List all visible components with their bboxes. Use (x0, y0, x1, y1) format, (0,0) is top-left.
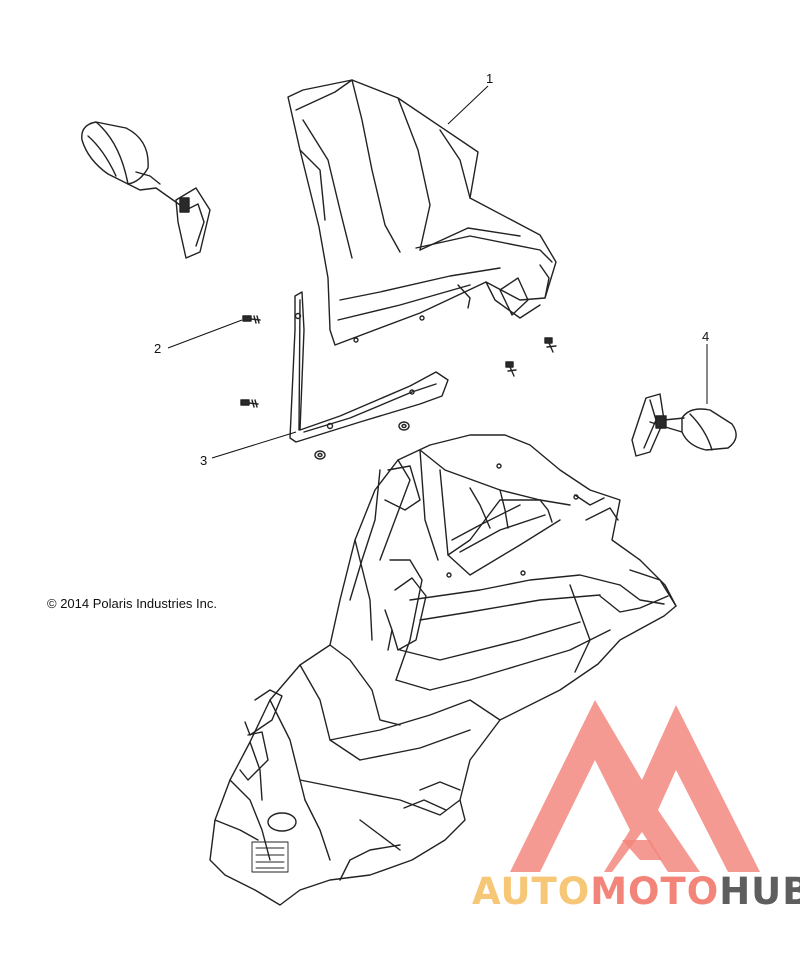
screw-mid-right (505, 361, 517, 377)
bracket-part (289, 291, 449, 443)
leader-2 (167, 319, 243, 349)
nut-right (398, 421, 410, 431)
callout-2: 2 (154, 341, 161, 356)
callout-3: 3 (200, 453, 207, 468)
screw-lower (240, 399, 259, 408)
copyright-notice: © 2014 Polaris Industries Inc. (47, 596, 217, 611)
callout-4: 4 (702, 329, 709, 344)
leader-lines (167, 85, 708, 459)
leader-3 (211, 431, 297, 459)
nut-left (314, 450, 326, 460)
watermark-text: AUTOMOTOHUB (472, 870, 800, 913)
windshield-part (287, 79, 557, 346)
hood-part (209, 434, 677, 906)
watermark-moto: MOTO (590, 870, 720, 913)
watermark-hub: HUB (719, 870, 800, 913)
left-mirror-part (81, 121, 211, 259)
right-mirror-part (631, 393, 737, 457)
screw-right (544, 337, 557, 353)
screw-upper (242, 315, 261, 324)
watermark-auto: AUTO (472, 870, 591, 913)
callout-1: 1 (486, 71, 493, 86)
leader-1 (447, 85, 489, 125)
